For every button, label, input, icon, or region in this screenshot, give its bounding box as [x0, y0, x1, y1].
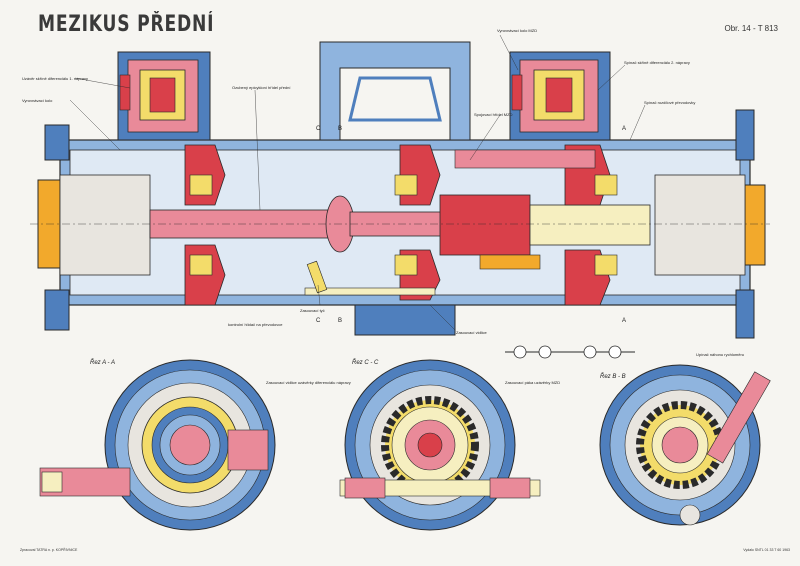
label-front-shaft: Ozubený epicykloní hřídel přední [232, 85, 291, 90]
mark-a-bottom: A [622, 318, 626, 324]
label-balance-wheel: Vyrovnávací kolo [22, 98, 53, 103]
label-diff-gearbox-switch: Spínač rozdílové převodovky [644, 100, 696, 105]
right-flange-bottom [735, 289, 755, 339]
right-bearing-core [545, 77, 573, 113]
small-bearing-4 [394, 254, 418, 276]
small-bearing-5 [594, 174, 618, 196]
small-bearing-1 [189, 174, 213, 196]
small-bearing-2 [189, 254, 213, 276]
coupling-sleeve [439, 194, 531, 256]
top-cover [319, 41, 471, 141]
footer-right: Vydalo SNTL 01 33 T 60 1963 [743, 548, 790, 552]
label-diff-lock-fork: Zasouvací vidlice uzávěrky diferenciálu … [266, 380, 351, 385]
label-shift-fork: Zasouvací vidlice [456, 330, 487, 335]
bottom-sump [354, 304, 456, 336]
right-end-cap [744, 184, 766, 266]
small-bearing-6 [594, 254, 618, 276]
left-hub [59, 174, 151, 276]
label-balance-wheel-mzd: Vyrovnávací kolo MZD [497, 28, 538, 33]
right-bolt [511, 74, 523, 111]
section-title-c-c: Řez C - C [352, 360, 379, 366]
main-assembly [30, 41, 770, 339]
label-mzd-lock-lever: Zasouvací páka uzávěrky MZD [505, 380, 561, 385]
lay-shaft [454, 149, 596, 169]
label-diff-closure-1: Uzávěr skříně diferenciálu 1. nápravy [22, 76, 89, 81]
section-a-a [39, 359, 276, 531]
mark-b-top: B [338, 126, 342, 132]
leader-lines [69, 34, 646, 331]
section-b-b [599, 364, 771, 526]
left-bolt [119, 74, 131, 111]
shift-sleeve [479, 254, 541, 270]
mark-b-bottom: B [338, 318, 342, 324]
left-bearing-core [149, 77, 176, 113]
shift-lever [306, 260, 328, 294]
mark-a-top: A [622, 126, 626, 132]
chain-diagram [505, 345, 635, 359]
page-title: MEZIKUS PŘEDNÍ [38, 12, 215, 37]
footer-left: Zpracoval TATRA n. p. KOPŘIVNICE [20, 548, 78, 552]
top-cover-rib [348, 76, 442, 122]
mark-c-top: C [316, 126, 321, 132]
rear-shaft [529, 204, 651, 246]
right-flange-top [735, 109, 755, 161]
label-shift-rod: Zasouvací tyč [300, 308, 325, 313]
left-flange-bottom [44, 289, 70, 331]
label-speedometer-drive: Upínač náhonu rychloměru [696, 352, 745, 357]
label-control-note: kontrolní hlídač na převodovce [228, 322, 283, 327]
figure-reference: Obr. 14 - T 813 [724, 24, 778, 33]
label-diff-switch-2: Spínač skříně diferenciálu 2. nápravy [624, 60, 690, 65]
mark-c-bottom: C [316, 318, 321, 324]
right-hub [654, 174, 746, 276]
shift-rod [304, 287, 436, 296]
section-c-c [339, 359, 541, 531]
small-bearing-3 [394, 174, 418, 196]
label-connecting-shaft-mzd: Spojovací hřídel MZD [474, 112, 513, 117]
section-title-a-a: Řez A - A [90, 360, 116, 366]
section-title-b-b: Řez B - B [600, 374, 626, 380]
left-flange-top [44, 124, 70, 161]
